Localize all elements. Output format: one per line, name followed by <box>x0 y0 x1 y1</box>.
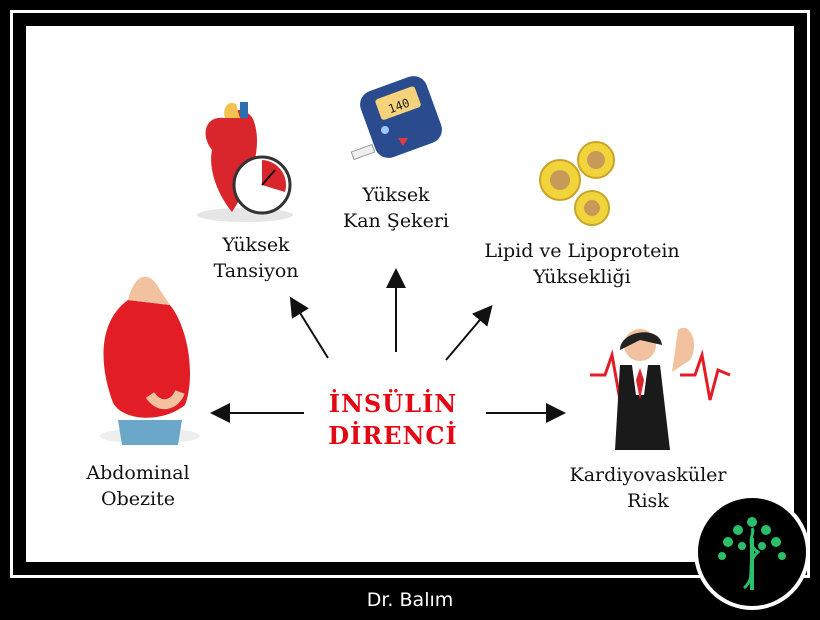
arrow-to-lipid <box>445 304 493 361</box>
brand-logo <box>694 494 810 610</box>
footer-author: Dr. Balım <box>366 589 454 611</box>
belly-icon <box>100 276 200 445</box>
heart-gauge-icon <box>197 102 293 222</box>
node-obezite-label: Abdominal Obezite <box>86 462 190 510</box>
center-node-label: İNSÜLİN DİRENCİ <box>328 389 458 450</box>
glucometer-reading: 140 <box>386 96 411 117</box>
node-lipid-label: Lipid ve Lipoprotein Yüksekliği <box>484 240 680 288</box>
tree-logo-icon <box>718 517 786 590</box>
node-kan-sekeri-label: Yüksek Kan Şekeri <box>343 184 449 232</box>
glucometer-icon: 140 <box>350 76 442 161</box>
fat-cells-icon <box>539 141 615 226</box>
arrow-to-tansiyon <box>289 296 329 359</box>
node-kardiyo-label: Kardiyovasküler Risk <box>569 464 727 512</box>
chest-pain-icon <box>590 327 731 450</box>
node-tansiyon-label: Yüksek Tansiyon <box>213 234 299 282</box>
